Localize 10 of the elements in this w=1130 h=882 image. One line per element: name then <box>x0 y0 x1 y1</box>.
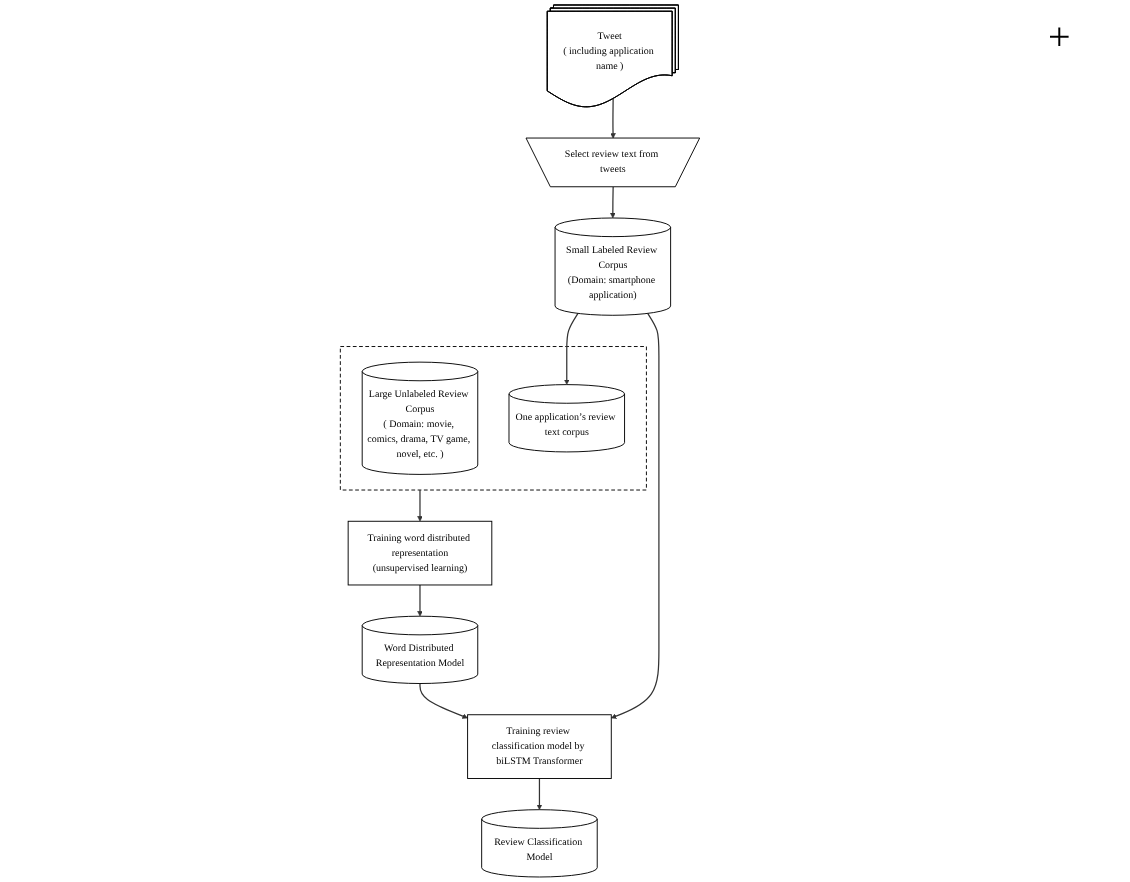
plus-sign: + <box>1048 16 1071 62</box>
arrow <box>611 312 660 719</box>
arrow <box>536 777 543 810</box>
arrow <box>564 312 579 385</box>
arrow <box>610 186 616 219</box>
arrow <box>417 584 423 617</box>
arrow <box>419 682 468 719</box>
arrow <box>417 489 423 522</box>
arrow <box>610 98 616 139</box>
cluster <box>339 346 647 491</box>
